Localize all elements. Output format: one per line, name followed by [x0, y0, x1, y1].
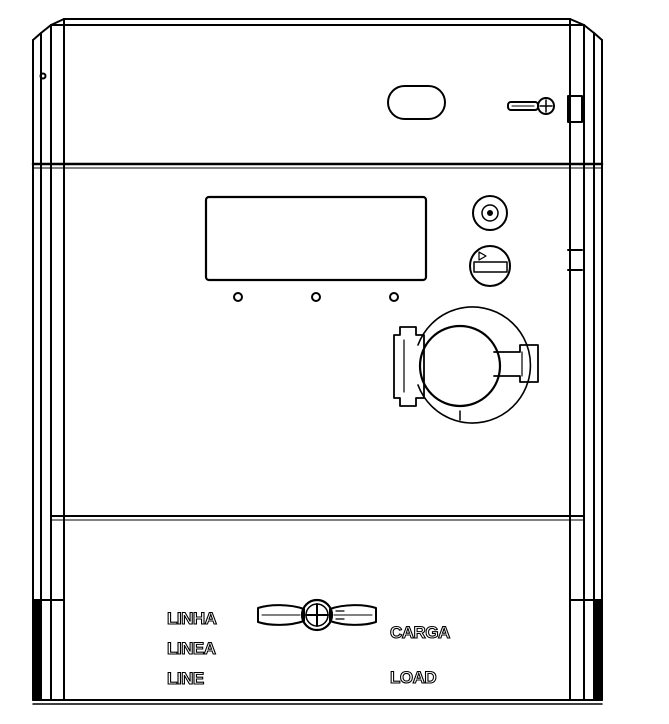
seal-screw-right [507, 95, 583, 271]
push-button [469, 245, 511, 287]
label-carga: CARGA [389, 623, 450, 642]
top-oval-window [387, 85, 446, 120]
led-1 [233, 292, 243, 302]
label-linea: LINEA [166, 639, 216, 658]
comm-module-slot [393, 306, 539, 424]
label-linha: LINHA [166, 609, 217, 628]
terminal-seal-screw [257, 598, 377, 632]
top-cover [31, 72, 604, 169]
lcd-display [204, 195, 428, 282]
label-line: LINE [166, 669, 204, 688]
indicator-leds [233, 292, 399, 302]
led-2 [311, 292, 321, 302]
label-load: LOAD [389, 668, 437, 687]
optical-port [472, 195, 508, 231]
terminal-cover [50, 515, 585, 521]
led-3 [389, 292, 399, 302]
meter-body [32, 18, 603, 705]
